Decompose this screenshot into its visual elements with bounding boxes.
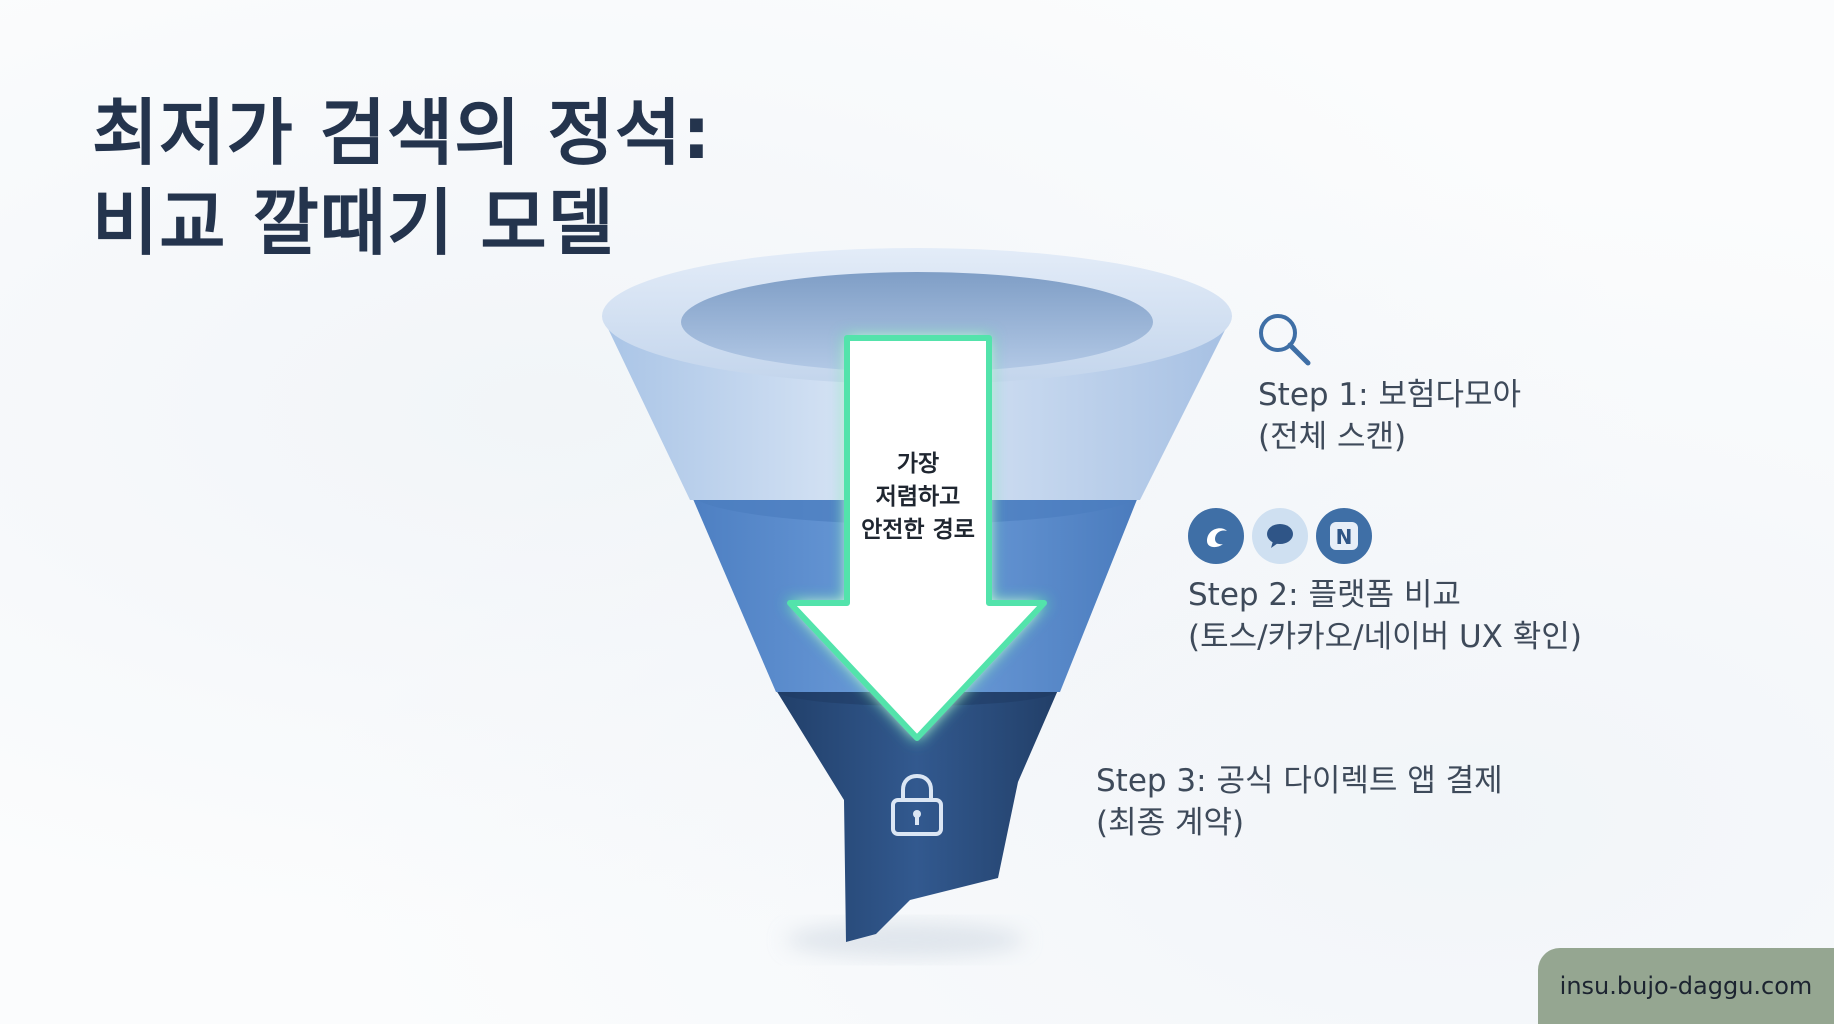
arrow-label-line-3: 안전한 경로 [861,517,975,543]
page-title: 최저가 검색의 정석: 비교 깔때기 모델 [92,88,712,268]
step-1: Step 1: 보험다모아 (전체 스캔) [1258,374,1521,458]
cheapest-path-arrow [787,335,1047,741]
toss-icon [1188,508,1244,564]
title-line-2: 비교 깔때기 모델 [92,181,615,265]
naver-icon-letter: N [1336,525,1353,549]
step-3-title: Step 3: 공식 다이렉트 앱 결제 [1096,763,1503,799]
platform-icons: N [1188,508,1372,564]
kakao-talk-icon [1252,508,1308,564]
funnel-shadow [785,922,1025,958]
title-line-1: 최저가 검색의 정석: [92,91,712,175]
funnel-opening [681,272,1153,372]
step-2-title: Step 2: 플랫폼 비교 [1188,577,1461,613]
step-1-subtitle: (전체 스캔) [1258,419,1407,455]
search-icon [1259,314,1311,366]
site-watermark: insu.bujo-daggu.com [1538,948,1834,1024]
lock-icon [891,773,943,836]
step-3: Step 3: 공식 다이렉트 앱 결제 (최종 계약) [1096,760,1503,844]
step-1-title: Step 1: 보험다모아 [1258,377,1522,413]
step-2-subtitle: (토스/카카오/네이버 UX 확인) [1188,619,1582,655]
naver-icon: N [1316,508,1372,564]
step-2: Step 2: 플랫폼 비교 (토스/카카오/네이버 UX 확인) [1188,574,1582,658]
arrow-label-line-1: 가장 [896,451,940,477]
arrow-label: 가장 저렴하고 안전한 경로 [838,448,998,547]
arrow-label-line-2: 저렴하고 [875,484,961,510]
step-3-subtitle: (최종 계약) [1096,805,1245,841]
